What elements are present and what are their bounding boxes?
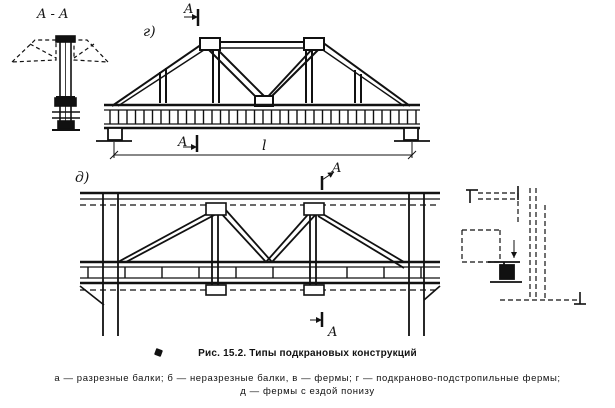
caption-line-1: а — разрезные балки; б — неразрезные бал…	[54, 373, 561, 384]
truss-d-web-members	[117, 205, 405, 290]
section-a-a-label: A - A	[36, 7, 68, 22]
truss-g-label: г)	[143, 24, 156, 40]
svg-text:A: A	[331, 161, 341, 176]
truss-g-section-marker-bottom: A	[177, 135, 199, 152]
section-a-a-view: A - A	[10, 7, 110, 131]
caption-title: Рис. 15.2. Типы подкрановых конструкций	[198, 348, 417, 359]
truss-g-web-members	[159, 43, 362, 104]
right-section-detail	[461, 186, 586, 305]
truss-g-crane-beam	[104, 103, 420, 130]
truss-d-section-marker-top: A	[320, 161, 341, 190]
truss-d-section-marker-bottom: A	[310, 312, 337, 340]
svg-text:A: A	[183, 2, 193, 17]
svg-text:A: A	[327, 325, 337, 340]
truss-d-top-chord	[80, 191, 440, 206]
truss-g: г) A	[96, 2, 430, 160]
svg-text:A: A	[177, 135, 187, 150]
truss-d-columns	[102, 193, 425, 336]
truss-g-span-label: l	[262, 138, 266, 154]
truss-g-top-chord	[111, 41, 411, 107]
truss-g-supports	[96, 127, 430, 142]
section-column	[52, 35, 80, 131]
truss-d: д) A	[75, 161, 441, 340]
truss-g-span-dimension	[109, 142, 417, 160]
truss-g-section-marker-top: A	[183, 2, 200, 26]
truss-d-crane-beam	[80, 260, 440, 291]
caption-line-2: д — фермы с ездой понизу	[240, 386, 375, 397]
truss-d-label: д)	[75, 170, 89, 186]
